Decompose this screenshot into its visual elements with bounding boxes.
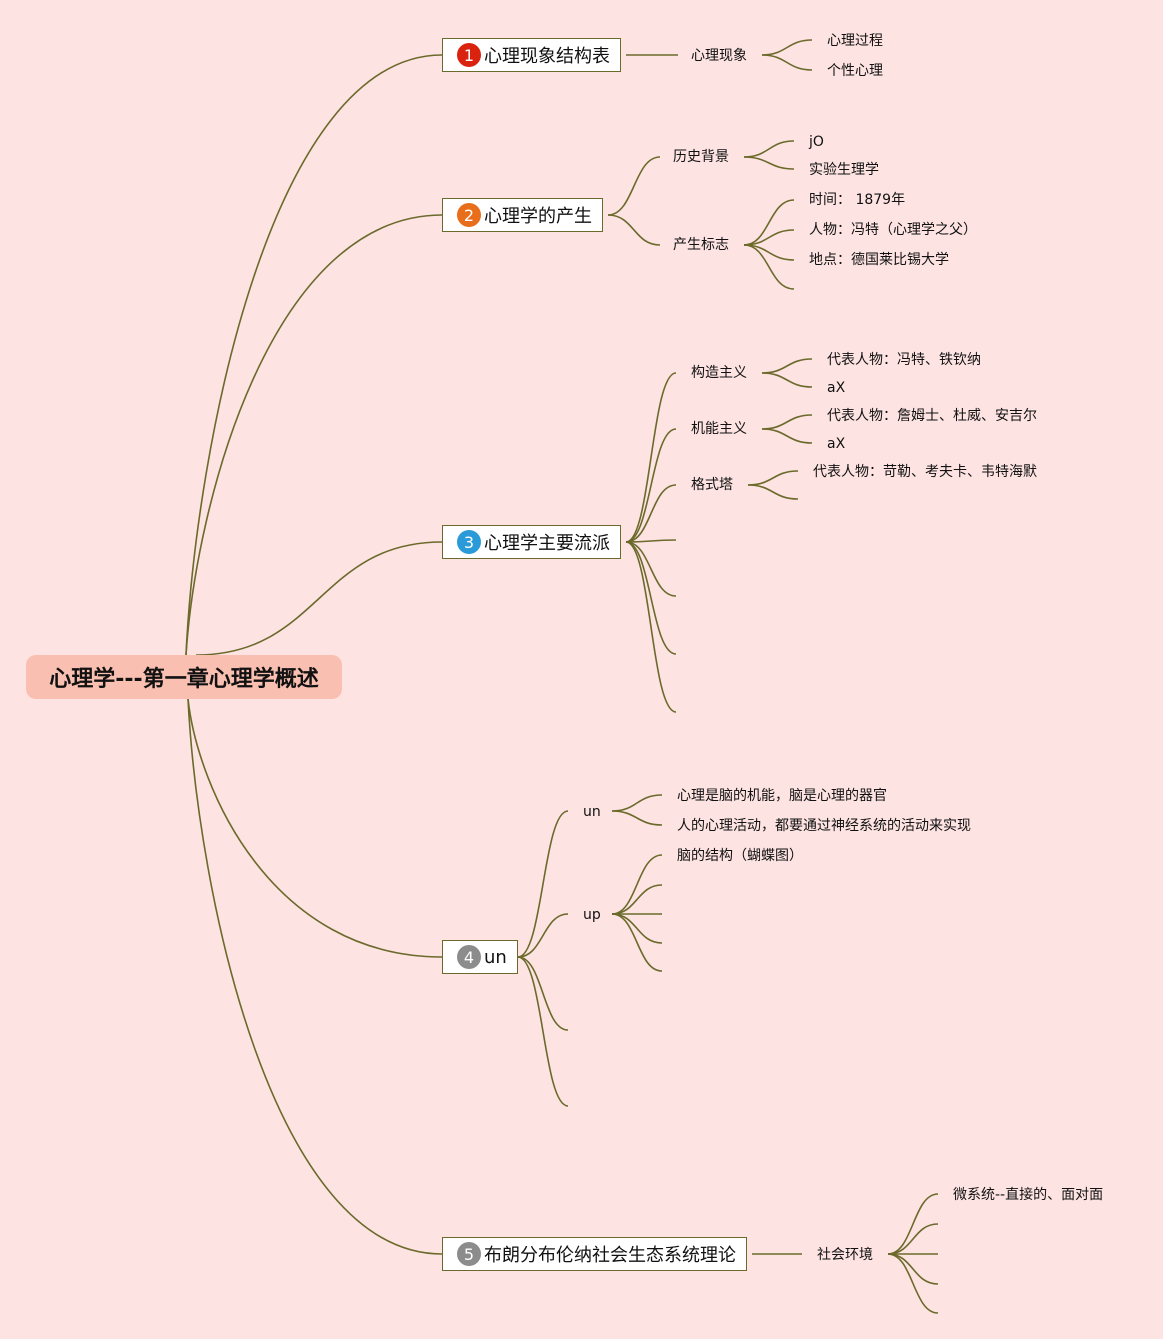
- connector-line-2: [195, 541, 443, 656]
- trunk-line-4: [187, 698, 443, 1255]
- connector-line-32: [517, 956, 569, 1107]
- leaf-psych-process[interactable]: 心理过程: [827, 33, 883, 49]
- number-badge-4: 4: [457, 945, 481, 969]
- topic-schools[interactable]: 3 心理学主要流派: [442, 525, 621, 559]
- leaf-jo[interactable]: jO: [809, 134, 824, 150]
- connector-line-11: [743, 156, 795, 170]
- connector-line-21: [625, 541, 677, 655]
- trunk-line-3: [187, 698, 443, 958]
- connector-line-9: [607, 214, 661, 246]
- connector-line-7: [761, 54, 813, 71]
- connector-line-33: [611, 794, 663, 812]
- connector-line-34: [611, 810, 663, 826]
- leaf-person[interactable]: 人物：冯特（心理学之父）: [809, 222, 977, 238]
- leaf-ax-2[interactable]: aX: [827, 436, 846, 452]
- connector-line-25: [761, 414, 813, 430]
- connector-line-8: [607, 156, 661, 216]
- leaf-gestalt-figures[interactable]: 代表人物：苛勒、考夫卡、韦特海默: [813, 464, 1037, 480]
- subtopic-up[interactable]: up: [583, 907, 601, 923]
- connector-line-22: [625, 541, 677, 713]
- trunk-line-0: [185, 54, 443, 656]
- connector-line-10: [743, 140, 795, 158]
- connector-line-28: [747, 484, 799, 500]
- connector-line-17: [625, 428, 677, 543]
- topic-structure-table[interactable]: 1 心理现象结构表: [442, 38, 621, 72]
- leaf-microsystem[interactable]: 微系统--直接的、面对面: [953, 1187, 1104, 1203]
- topic-bronfenbrenner[interactable]: 5 布朗分布伦纳社会生态系统理论: [442, 1237, 747, 1271]
- connector-line-30: [517, 913, 569, 958]
- connector-line-27: [747, 470, 799, 486]
- connector-line-16: [625, 372, 677, 543]
- root-topic[interactable]: 心理学---第一章心理学概述: [26, 655, 342, 699]
- connector-line-6: [761, 39, 813, 56]
- leaf-functionalism-figures[interactable]: 代表人物：詹姆士、杜威、安吉尔: [827, 408, 1037, 424]
- connector-line-39: [611, 913, 663, 972]
- connector-line-12: [743, 199, 795, 246]
- subtopic-structuralism[interactable]: 构造主义: [691, 365, 747, 381]
- trunk-line-1: [185, 214, 443, 656]
- leaf-place[interactable]: 地点：德国莱比锡大学: [809, 252, 949, 268]
- leaf-brain-structure[interactable]: 脑的结构（蝴蝶图）: [677, 848, 803, 864]
- leaf-brain-function[interactable]: 心理是脑的机能，脑是心理的器官: [677, 788, 887, 804]
- connector-line-38: [611, 913, 663, 944]
- subtopic-gestalt[interactable]: 格式塔: [691, 477, 733, 493]
- connector-line-35: [611, 854, 663, 915]
- subtopic-functionalism[interactable]: 机能主义: [691, 421, 747, 437]
- subtopic-un[interactable]: un: [583, 804, 601, 820]
- connector-line-18: [625, 484, 677, 543]
- number-badge-2: 2: [457, 203, 481, 227]
- number-badge-1: 1: [457, 43, 481, 67]
- leaf-exp-physiology[interactable]: 实验生理学: [809, 162, 879, 178]
- number-badge-5: 5: [457, 1242, 481, 1266]
- subtopic-psych-phenomena[interactable]: 心理现象: [691, 48, 747, 64]
- connector-line-20: [625, 541, 677, 597]
- subtopic-history[interactable]: 历史背景: [673, 149, 729, 165]
- connector-line-42: [887, 1223, 939, 1255]
- topic-origin[interactable]: 2 心理学的产生: [442, 198, 603, 232]
- subtopic-milestone[interactable]: 产生标志: [673, 237, 729, 253]
- connector-line-44: [887, 1253, 939, 1285]
- topic-un[interactable]: 4 un: [442, 940, 518, 974]
- connector-line-41: [887, 1193, 939, 1255]
- connector-line-15: [743, 244, 795, 290]
- leaf-personality[interactable]: 个性心理: [827, 63, 883, 79]
- connector-line-19: [625, 539, 677, 543]
- connector-line-36: [611, 884, 663, 915]
- leaf-structuralism-figures[interactable]: 代表人物：冯特、铁钦纳: [827, 352, 981, 368]
- connector-line-24: [761, 372, 813, 388]
- leaf-nervous-system[interactable]: 人的心理活动，都要通过神经系统的活动来实现: [677, 818, 971, 834]
- connector-line-26: [761, 428, 813, 444]
- number-badge-3: 3: [457, 530, 481, 554]
- connector-line-29: [517, 810, 569, 958]
- connector-line-23: [761, 358, 813, 374]
- subtopic-social-env[interactable]: 社会环境: [817, 1247, 873, 1263]
- leaf-ax-1[interactable]: aX: [827, 380, 846, 396]
- leaf-time[interactable]: 时间： 1879年: [809, 192, 906, 208]
- connector-line-45: [887, 1253, 939, 1314]
- connector-line-31: [517, 956, 569, 1031]
